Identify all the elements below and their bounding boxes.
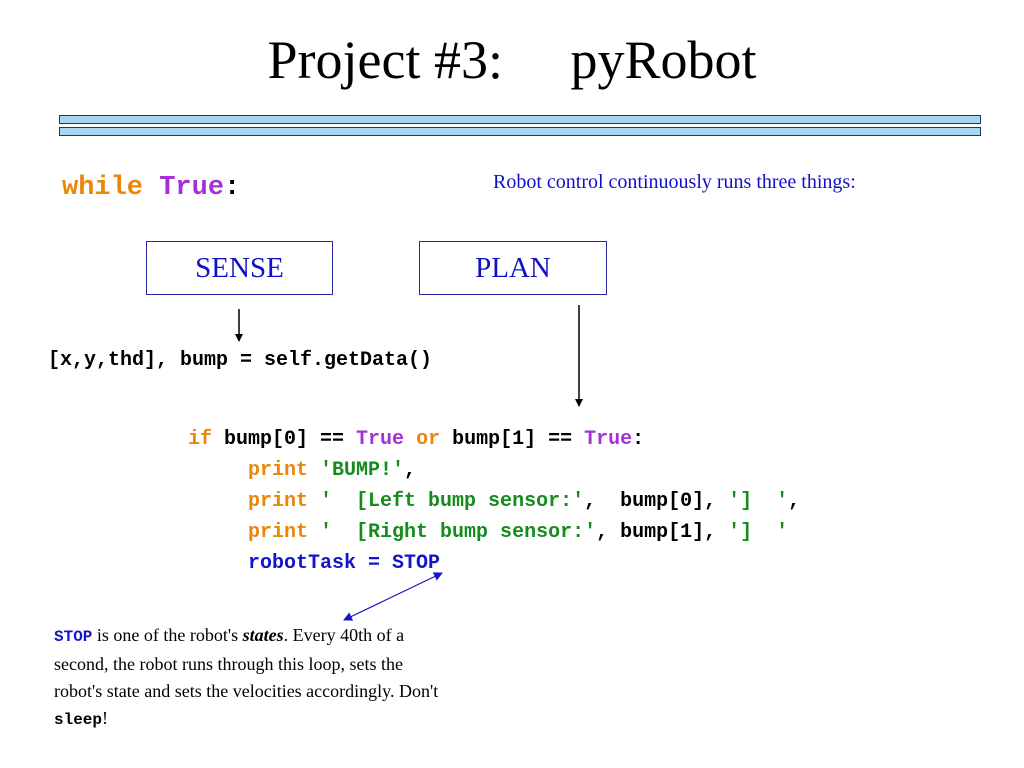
plan-box: PLAN bbox=[419, 241, 607, 295]
title-rule-bottom bbox=[59, 127, 981, 136]
print-comma: , bbox=[788, 490, 801, 513]
note-text-2: . Every 40th of a second, the robot runs… bbox=[54, 625, 439, 701]
string-literal: ' [Right bump sensor:' bbox=[320, 521, 597, 544]
true-literal-1: True bbox=[356, 428, 405, 451]
loop-description: Robot control continuously runs three th… bbox=[493, 171, 856, 193]
stop-state-note: STOP is one of the robot's states. Every… bbox=[54, 622, 454, 734]
getdata-code-line: [x,y,thd], bump = self.getData() bbox=[48, 349, 433, 372]
states-word: states bbox=[242, 625, 284, 645]
while-true-line: while True: bbox=[62, 170, 240, 206]
print-space bbox=[308, 490, 320, 513]
if-colon: : bbox=[632, 428, 645, 451]
string-literal: '] ' bbox=[728, 521, 789, 544]
if-space bbox=[404, 428, 416, 451]
print-space bbox=[308, 459, 320, 482]
if-cond-b: bump[1] == bbox=[440, 428, 585, 451]
sense-box: SENSE bbox=[146, 241, 333, 295]
sleep-word: sleep bbox=[54, 711, 103, 729]
or-keyword: or bbox=[416, 428, 441, 451]
stop-pointer-arrow bbox=[343, 572, 443, 621]
string-literal: 'BUMP!' bbox=[320, 459, 405, 482]
print-left-sensor-line: print ' [Left bump sensor:', bump[0], ']… bbox=[248, 486, 800, 517]
if-statement-line: if bump[0] == True or bump[1] == True: bbox=[188, 424, 644, 455]
print-args: , bump[0], bbox=[584, 490, 729, 513]
while-colon: : bbox=[224, 173, 241, 203]
print-comma: , bbox=[404, 459, 417, 482]
print-space bbox=[308, 521, 320, 544]
if-cond-a: bump[0] == bbox=[212, 428, 357, 451]
true-literal-2: True bbox=[584, 428, 633, 451]
print-right-sensor-line: print ' [Right bump sensor:', bump[1], '… bbox=[248, 517, 788, 548]
true-keyword: True bbox=[159, 173, 225, 203]
print-args: , bump[1], bbox=[596, 521, 729, 544]
print-bump-line: print 'BUMP!', bbox=[248, 455, 416, 486]
note-text-1: is one of the robot's bbox=[92, 625, 243, 645]
robot-task-assignment: robotTask = STOP bbox=[248, 552, 441, 575]
note-text-3: ! bbox=[102, 708, 109, 728]
slide-title: Project #3: pyRobot bbox=[267, 30, 757, 90]
if-keyword: if bbox=[188, 428, 213, 451]
print-keyword: print bbox=[248, 490, 309, 513]
title-rule-top bbox=[59, 115, 981, 124]
string-literal: '] ' bbox=[728, 490, 789, 513]
stop-word: STOP bbox=[54, 628, 93, 646]
while-keyword: while bbox=[62, 173, 144, 203]
string-literal: ' [Left bump sensor:' bbox=[320, 490, 585, 513]
print-keyword: print bbox=[248, 459, 309, 482]
print-keyword: print bbox=[248, 521, 309, 544]
